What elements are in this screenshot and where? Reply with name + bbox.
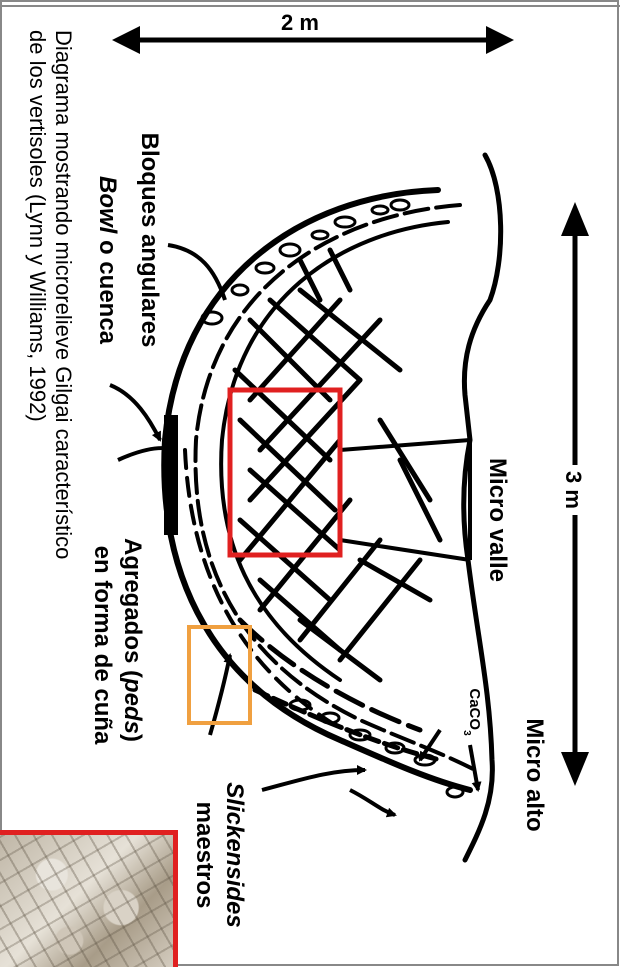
- scale-3m-label: 3 m: [561, 471, 586, 509]
- label-micro-alto: Micro alto: [521, 718, 548, 831]
- scale-2m-label: 2 m: [281, 10, 319, 35]
- caption-line-2: de los vertisoles (Lynn y Williams, 1992…: [25, 30, 50, 422]
- caption-line-1: Diagrama mostrando microrelieve Gilgai c…: [51, 30, 76, 559]
- label-agregados: Agregados (peds): [119, 538, 146, 742]
- label-maestros: maestros: [191, 802, 218, 909]
- label-bloques-angulares: Bloques angulares: [136, 133, 163, 348]
- label-bowl-cuenca: Bowl o cuenca: [94, 176, 121, 345]
- label-slickensides: Slickensides: [221, 782, 248, 927]
- label-micro-valle: Micro valle: [484, 458, 511, 582]
- label-caco3: CaCO3: [462, 688, 484, 736]
- bowl-bottom-mark: [164, 415, 178, 535]
- label-en-forma-de-cuna: en forma de cuña: [89, 546, 116, 745]
- soil-photo-inset: [0, 830, 178, 967]
